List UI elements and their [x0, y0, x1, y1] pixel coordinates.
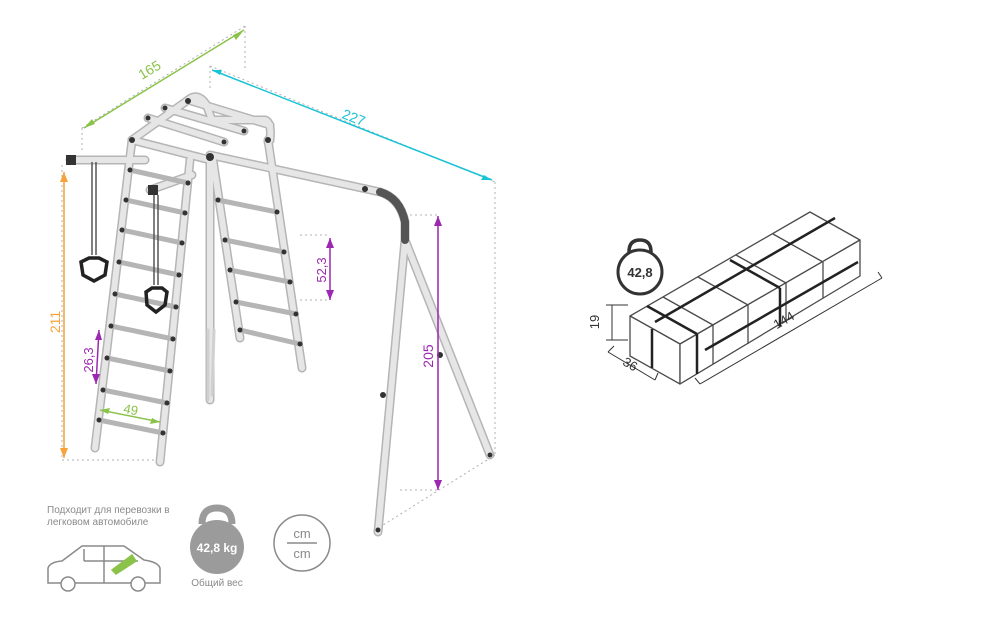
units-icon [273, 514, 331, 572]
hanging-bar [66, 155, 158, 195]
package-box [629, 211, 861, 385]
rear-ladder-step-dimension: 52,3 [314, 238, 334, 300]
play-frame [65, 92, 495, 537]
units-bottom-label: cm [293, 546, 310, 561]
transport-caption: Подходит для перевозки в легковом автомо… [47, 505, 170, 528]
total-weight-icon [190, 504, 244, 574]
package-weight-icon [616, 238, 664, 296]
swing-height-dimension: 205 [420, 216, 442, 490]
rear-ladder-rungs [215, 197, 303, 347]
height-dimension: 211 [47, 172, 68, 458]
ladder-step-dimension: 26,3 [81, 329, 102, 385]
total-weight-caption: Общий вес [191, 578, 243, 589]
car-icon [47, 545, 161, 592]
swing-height-label: 205 [420, 344, 436, 368]
units-top-label: cm [293, 526, 310, 541]
width-label: 165 [135, 57, 163, 83]
package-height-label: 19 [587, 315, 602, 329]
height-label: 211 [47, 311, 63, 334]
rear-ladder-joints [215, 197, 303, 347]
ladder-width-dimension: 49 [99, 401, 161, 424]
total-weight-value: 42,8 kg [197, 541, 238, 555]
package-dimensions [606, 271, 883, 385]
length-label: 227 [340, 106, 368, 130]
gymnastic-rings [79, 162, 169, 315]
package-weight-label: 42,8 [627, 265, 652, 280]
front-ladder-rungs [96, 167, 191, 436]
package-width-label: 36 [620, 354, 640, 374]
ladder-step-label: 26,3 [81, 347, 96, 372]
rear-ladder-step-label: 52,3 [314, 257, 329, 282]
ladder-width-label: 49 [122, 401, 139, 418]
front-ladder-joints [96, 98, 493, 533]
length-dimension: 227 [211, 69, 493, 181]
